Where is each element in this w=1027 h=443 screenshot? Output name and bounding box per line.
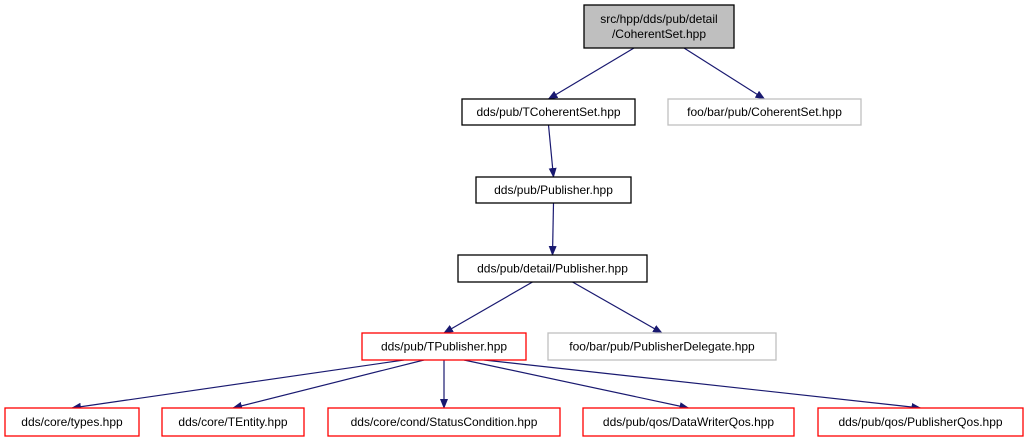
nodes: src/hpp/dds/pub/detail/CoherentSet.hpp dd… (4, 4, 1024, 437)
node-label: dds/core/cond/StatusCondition.hpp (351, 415, 538, 429)
edge-tpublisher-to-publisherqos (483, 359, 922, 411)
edge-tpublisher-to-datawriterqos (463, 359, 690, 411)
node-core-tentity[interactable]: dds/core/TEntity.hpp (161, 407, 305, 437)
node-label: dds/pub/TPublisher.hpp (381, 340, 507, 354)
node-label: dds/pub/qos/PublisherQos.hpp (838, 415, 1002, 429)
node-label: foo/bar/pub/CoherentSet.hpp (687, 105, 842, 119)
node-tcoherentset[interactable]: dds/pub/TCoherentSet.hpp (461, 98, 636, 126)
node-box (582, 407, 795, 437)
edge-tpublisher-to-core_tentity (232, 359, 425, 410)
node-label: dds/pub/detail/Publisher.hpp (477, 262, 628, 276)
node-box (667, 98, 862, 126)
node-label: /CoherentSet.hpp (612, 27, 706, 41)
node-status-condition[interactable]: dds/core/cond/StatusCondition.hpp (327, 407, 561, 437)
node-box (327, 407, 561, 437)
edge-tcoherentset-to-publisher (547, 124, 557, 178)
node-coherentset-detail[interactable]: src/hpp/dds/pub/detail/CoherentSet.hpp (583, 4, 735, 49)
node-label: dds/pub/qos/DataWriterQos.hpp (603, 415, 775, 429)
node-datawriterqos[interactable]: dds/pub/qos/DataWriterQos.hpp (582, 407, 795, 437)
node-box (4, 407, 140, 437)
node-label: dds/core/TEntity.hpp (178, 415, 287, 429)
edges (71, 47, 922, 411)
node-label: src/hpp/dds/pub/detail (600, 12, 717, 26)
node-box (475, 176, 632, 204)
node-label: dds/core/types.hpp (21, 415, 123, 429)
node-publisher-delegate[interactable]: foo/bar/pub/PublisherDelegate.hpp (547, 332, 777, 361)
edge-publisher-to-detail_publisher (548, 202, 557, 256)
node-label: dds/pub/TCoherentSet.hpp (476, 105, 620, 119)
edge-tpublisher-to-core_types (71, 359, 405, 411)
node-box (461, 98, 636, 126)
edge-coherentset_detail-to-tcoherentset (547, 47, 635, 100)
node-box (547, 332, 777, 361)
node-label: foo/bar/pub/PublisherDelegate.hpp (569, 340, 755, 354)
node-box (161, 407, 305, 437)
node-publisherqos[interactable]: dds/pub/qos/PublisherQos.hpp (817, 407, 1024, 437)
edge-detail_publisher-to-publisher_delegate (572, 281, 663, 334)
node-box (361, 332, 527, 361)
node-foobar-coherentset[interactable]: foo/bar/pub/CoherentSet.hpp (667, 98, 862, 126)
node-box (817, 407, 1024, 437)
node-box (583, 4, 735, 49)
node-publisher[interactable]: dds/pub/Publisher.hpp (475, 176, 632, 204)
node-label: dds/pub/Publisher.hpp (494, 183, 613, 197)
node-core-types[interactable]: dds/core/types.hpp (4, 407, 140, 437)
node-tpublisher[interactable]: dds/pub/TPublisher.hpp (361, 332, 527, 361)
edge-detail_publisher-to-tpublisher (443, 281, 533, 334)
node-box (457, 254, 648, 283)
node-detail-publisher[interactable]: dds/pub/detail/Publisher.hpp (457, 254, 648, 283)
edge-coherentset_detail-to-foobar_coherentset (683, 47, 766, 100)
